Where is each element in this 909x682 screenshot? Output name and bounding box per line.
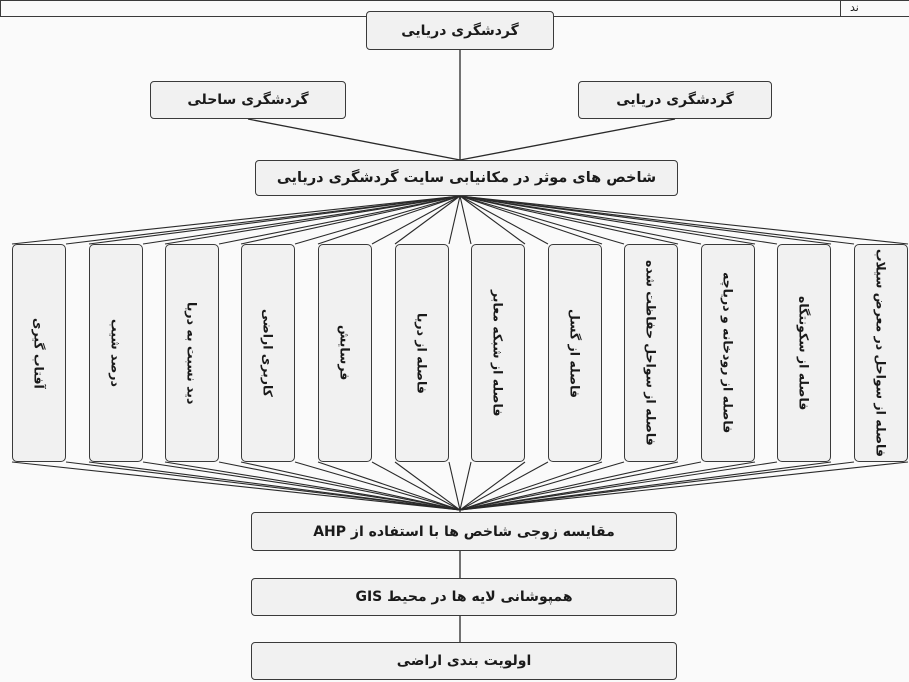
fan-line-1 <box>11 461 461 511</box>
criterion-2-label: درصد شیب <box>108 319 124 387</box>
fan-line-6 <box>394 195 461 245</box>
criterion-10-label: فاصله از رودخانه و دریاچه <box>720 272 736 434</box>
criterion-8: فاصله از گسل <box>548 244 602 462</box>
fan-line-2 <box>88 461 461 511</box>
criterion-9: فاصله از سواحل حفاظت شده <box>624 244 678 462</box>
fan-line-5 <box>371 461 461 511</box>
frame-right-tick <box>840 0 841 17</box>
box-ahp: مقایسه زوجی شاخص ها با استفاده از AHP <box>251 512 677 551</box>
box-marine-tourism-label: گردشگری دریایی <box>616 92 734 108</box>
fan-in-lines <box>11 461 909 511</box>
fan-line-6 <box>448 461 461 511</box>
criterion-4-label: کاربری اراضی <box>260 309 276 397</box>
header-fragment: ﻧﺪ <box>850 1 859 14</box>
fan-line-3 <box>164 195 461 245</box>
fan-line-2 <box>88 195 461 245</box>
fan-line-10 <box>459 195 702 245</box>
criterion-11-label: فاصله از سکونتگاه <box>796 295 812 411</box>
criterion-6: فاصله از دریا <box>395 244 449 462</box>
connector-left <box>247 118 461 161</box>
box-marine-tourism: گردشگری دریایی <box>578 81 772 119</box>
fan-line-3 <box>164 461 461 511</box>
fan-line-3 <box>218 195 461 245</box>
criterion-8-label: فاصله از گسل <box>567 308 583 398</box>
criterion-3-label: دید نسبت به دریا <box>184 301 200 405</box>
criterion-7: فاصله از شبکه معابر <box>471 244 525 462</box>
fan-line-9 <box>459 195 679 245</box>
criterion-1: آفتاب گیری <box>12 244 66 462</box>
box-marine-tourism-top-label: گردشگری دریایی <box>401 22 519 39</box>
box-gis: همپوشانی لایه ها در محیط GIS <box>251 578 677 616</box>
connector-right <box>459 118 676 161</box>
fan-line-12 <box>459 461 909 511</box>
fan-line-12 <box>459 195 855 245</box>
box-priority-label: اولویت بندی اراضی <box>396 653 532 669</box>
fan-line-11 <box>459 461 778 511</box>
fan-line-7 <box>459 461 526 511</box>
fan-line-8 <box>459 461 549 511</box>
fan-line-4 <box>240 461 461 511</box>
criterion-11: فاصله از سکونتگاه <box>777 244 831 462</box>
fan-out-lines <box>11 195 909 245</box>
fan-line-4 <box>294 195 461 245</box>
fan-line-2 <box>142 461 461 511</box>
criterion-4: کاربری اراضی <box>241 244 295 462</box>
criterion-10: فاصله از رودخانه و دریاچه <box>701 244 755 462</box>
criterion-1-label: آفتاب گیری <box>31 317 47 389</box>
fan-line-5 <box>317 461 461 511</box>
fan-line-12 <box>459 195 909 245</box>
fan-line-9 <box>459 461 679 511</box>
fan-line-8 <box>459 195 603 245</box>
fan-line-7 <box>459 461 472 511</box>
fan-line-5 <box>371 195 461 245</box>
criterion-9-label: فاصله از سواحل حفاظت شده <box>643 260 659 446</box>
criterion-12: فاصله از سواحل در معرض سیلاب <box>854 244 908 462</box>
box-gis-label: همپوشانی لایه ها در محیط GIS <box>355 589 573 605</box>
fan-line-11 <box>459 195 778 245</box>
criterion-6-label: فاصله از دریا <box>414 312 430 394</box>
criterion-5-label: فرسایش <box>337 325 353 381</box>
criterion-5: فرسایش <box>318 244 372 462</box>
fan-line-4 <box>240 195 461 245</box>
frame-left-tick <box>0 0 1 17</box>
fan-line-10 <box>459 461 702 511</box>
box-ahp-label: مقایسه زوجی شاخص ها با استفاده از AHP <box>313 523 615 540</box>
criterion-3: دید نسبت به دریا <box>165 244 219 462</box>
fan-line-6 <box>448 195 461 245</box>
fan-line-9 <box>459 195 625 245</box>
fan-line-5 <box>317 195 461 245</box>
fan-line-4 <box>294 461 461 511</box>
fan-line-12 <box>459 461 855 511</box>
fan-line-9 <box>459 461 625 511</box>
box-coastal-tourism-label: گردشگری ساحلی <box>187 92 309 108</box>
box-indicators: شاخص های موثر در مکانیابی سایت گردشگری د… <box>255 160 678 196</box>
box-indicators-label: شاخص های موثر در مکانیابی سایت گردشگری د… <box>276 170 657 186</box>
box-priority: اولویت بندی اراضی <box>251 642 677 680</box>
fan-line-7 <box>459 195 472 245</box>
fan-line-7 <box>459 195 526 245</box>
frame-top-border <box>0 0 909 1</box>
box-marine-tourism-top: گردشگری دریایی <box>366 11 554 50</box>
criterion-7-label: فاصله از شبکه معابر <box>490 289 506 417</box>
fan-line-1 <box>11 195 461 245</box>
fan-line-8 <box>459 195 549 245</box>
fan-line-8 <box>459 461 603 511</box>
fan-line-3 <box>218 461 461 511</box>
fan-line-2 <box>142 195 461 245</box>
fan-line-6 <box>394 461 461 511</box>
box-coastal-tourism: گردشگری ساحلی <box>150 81 346 119</box>
criterion-2: درصد شیب <box>89 244 143 462</box>
criterion-12-label: فاصله از سواحل در معرض سیلاب <box>873 249 889 457</box>
